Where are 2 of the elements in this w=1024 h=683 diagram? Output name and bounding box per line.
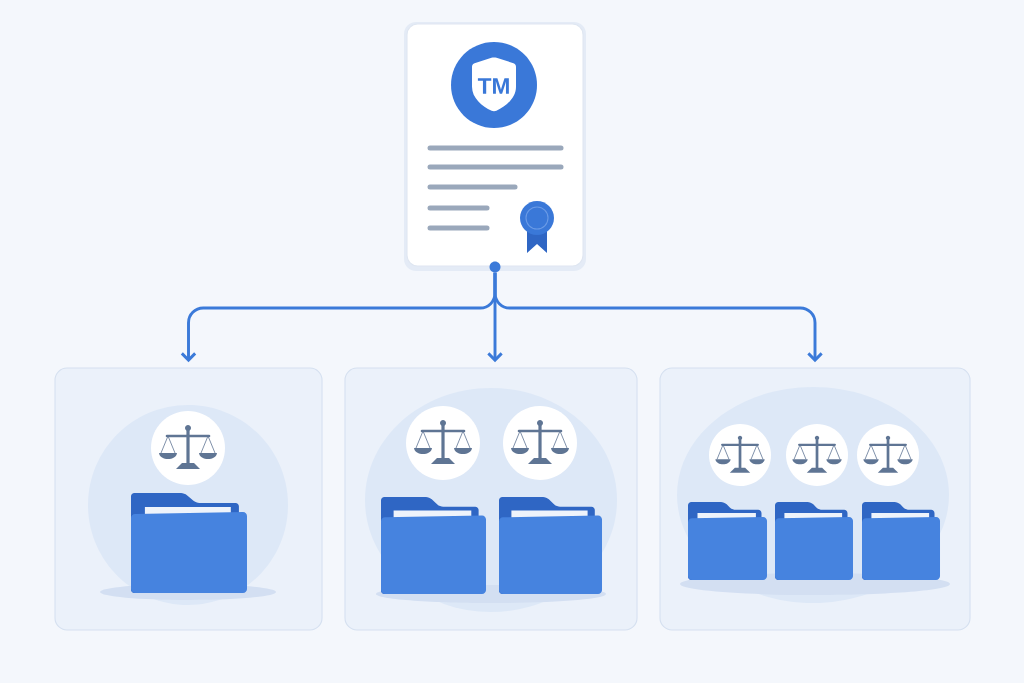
- certificate-card: TM: [404, 22, 586, 271]
- arrow: [493, 272, 823, 363]
